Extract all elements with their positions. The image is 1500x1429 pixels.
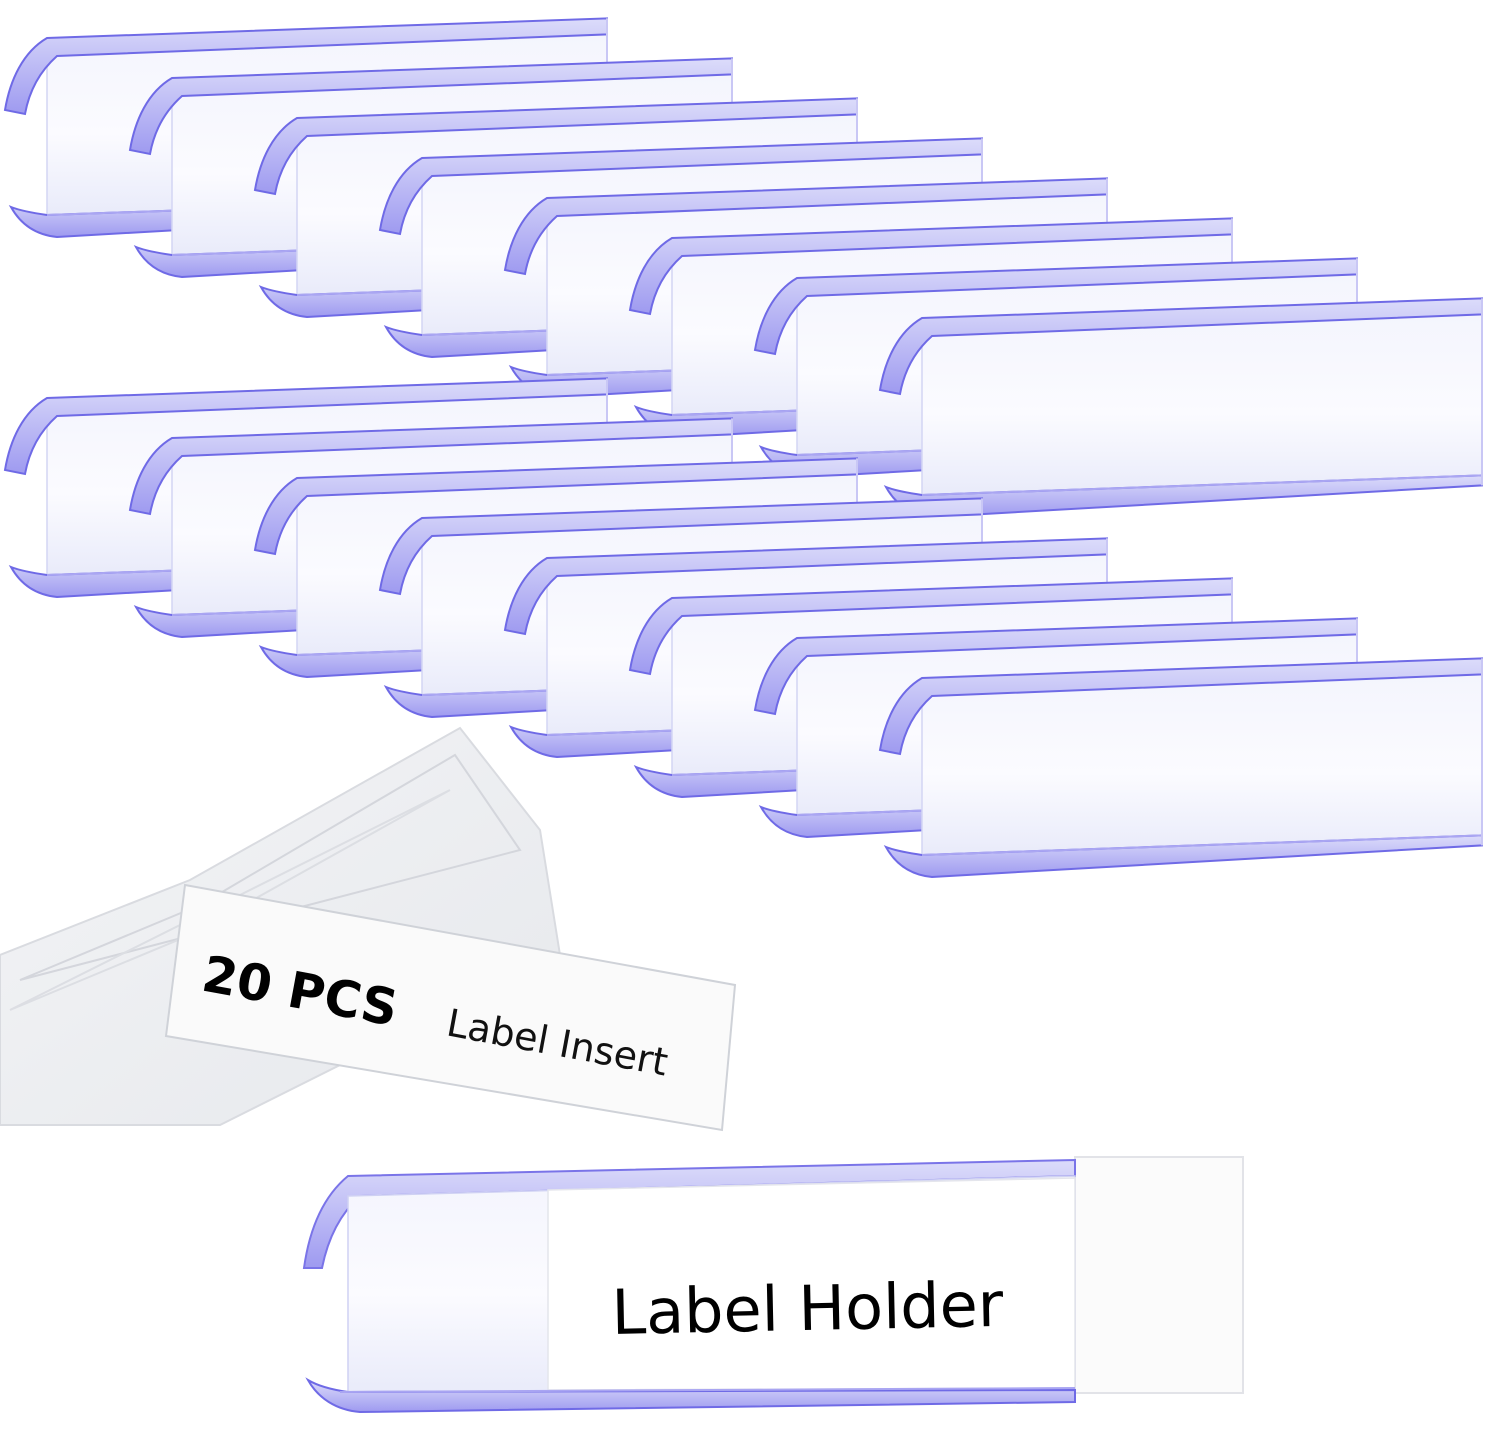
holder-label: Label Holder bbox=[611, 1268, 1005, 1349]
label-holder bbox=[878, 297, 1483, 519]
label-insert-card bbox=[164, 883, 737, 1132]
label-insert-stack: 20 PCS Label Insert bbox=[0, 726, 737, 1132]
demo-insert-card bbox=[1074, 1156, 1244, 1394]
label-holder-demo: Label Holder bbox=[302, 1156, 1244, 1414]
label-holder bbox=[878, 657, 1483, 879]
label-holders-group bbox=[3, 17, 1483, 879]
